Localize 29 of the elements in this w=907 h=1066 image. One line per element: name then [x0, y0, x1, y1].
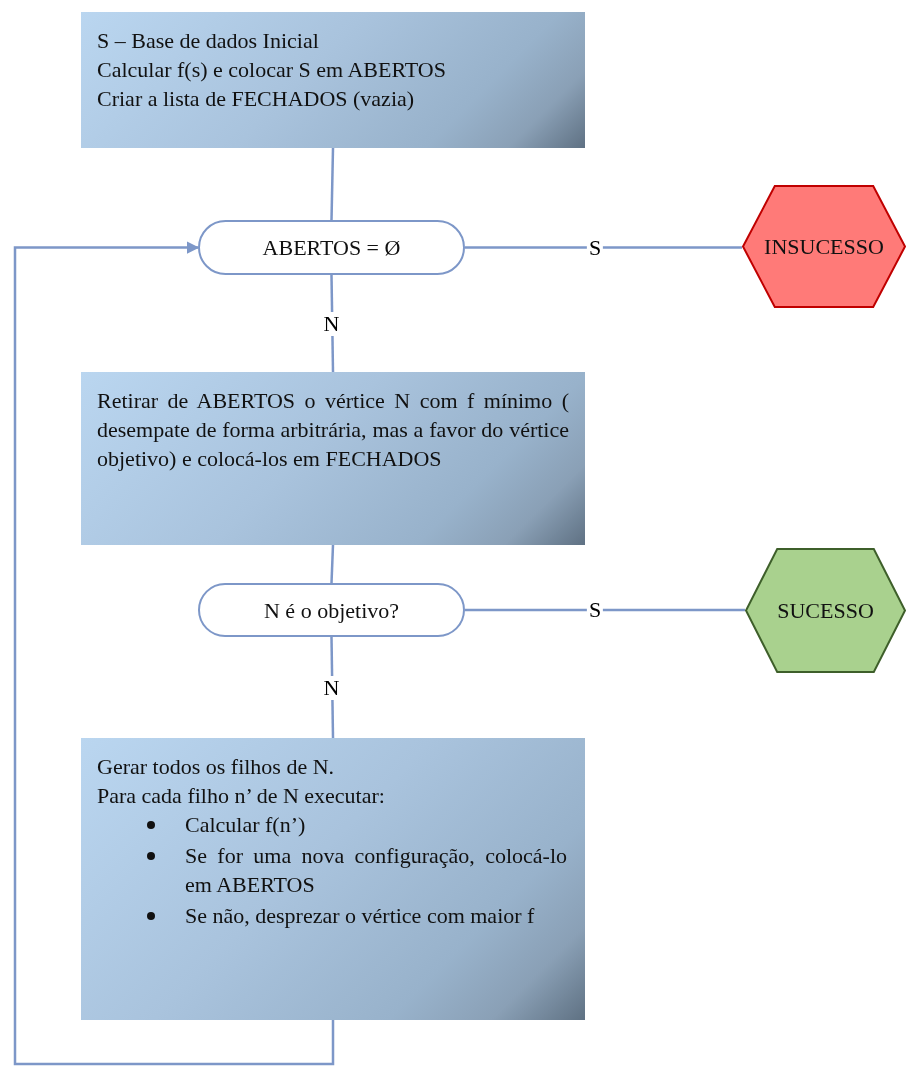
node-text: Calcular f(s) e colocar S em ABERTOS [97, 56, 447, 84]
connector-line [330, 544, 335, 584]
connector-line [330, 147, 335, 221]
node-text: ABERTOS = Ø [262, 234, 401, 262]
node-text: Retirar de ABERTOS o vértice N com f mínimo ( desempate de forma arbitrária, mas a favor do vértice objetivo) e colocá-los em FECHADOS [97, 387, 570, 473]
node-text: Criar a lista de FECHADOS (vazia) [97, 85, 416, 113]
node-text: S – Base de dados Inicial [97, 27, 320, 55]
process-box [81, 12, 585, 148]
node-text: Para cada filho n’ de N executar: [97, 782, 386, 810]
bullet-item: Se não, desprezar o vértice com maior f [97, 901, 575, 930]
node-text: N é o objetivo? [264, 596, 399, 625]
process-box [81, 738, 585, 1020]
connector-line [330, 274, 335, 373]
decision-terminal [198, 583, 465, 637]
end-hexagon [745, 548, 906, 673]
node-text: Gerar todos os filhos de N. [97, 753, 336, 781]
decision-terminal [198, 220, 465, 275]
bullet-item: Se for uma nova configuração, colocá-lo em ABERTOS [97, 841, 575, 899]
node-text: SUCESSO [777, 597, 874, 625]
bullet-item: Calcular f(n’) [97, 810, 575, 839]
connector-line [465, 246, 742, 249]
connector-line [465, 608, 745, 612]
end-hexagon [742, 185, 906, 308]
connector-line [330, 637, 335, 738]
node-text: INSUCESSO [764, 233, 884, 261]
arrow [13, 241, 335, 1066]
edge-label: N [321, 311, 342, 336]
process-box [81, 372, 585, 545]
edge-label: N [321, 675, 342, 700]
